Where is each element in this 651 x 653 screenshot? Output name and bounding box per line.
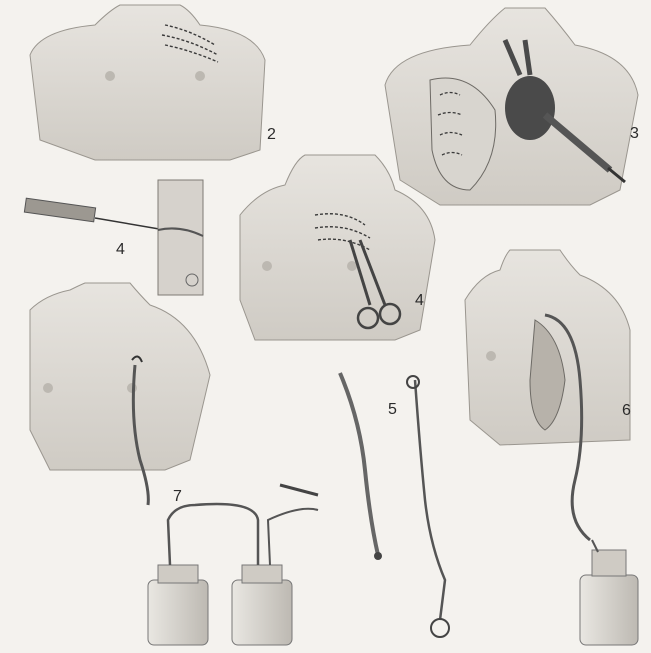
figure-number-5: 5 (388, 402, 397, 418)
figure-number-4-clamp: 4 (415, 293, 424, 309)
torso-figure-3 (385, 8, 638, 205)
figure-number-6: 6 (622, 403, 631, 419)
torso-figure-2 (30, 5, 265, 160)
water-seal-bottles-figure-7 (148, 485, 318, 645)
torso-drain-left (30, 283, 210, 505)
drain-bottle-right (580, 540, 638, 645)
figure-number-3: 3 (630, 126, 639, 142)
syringe-detail-figure-4 (24, 180, 203, 295)
figure-number-4-syringe: 4 (116, 242, 125, 258)
figure-number-2: 2 (267, 127, 276, 143)
figure-number-7: 7 (173, 489, 182, 505)
torso-drain-figure-6 (465, 250, 630, 540)
